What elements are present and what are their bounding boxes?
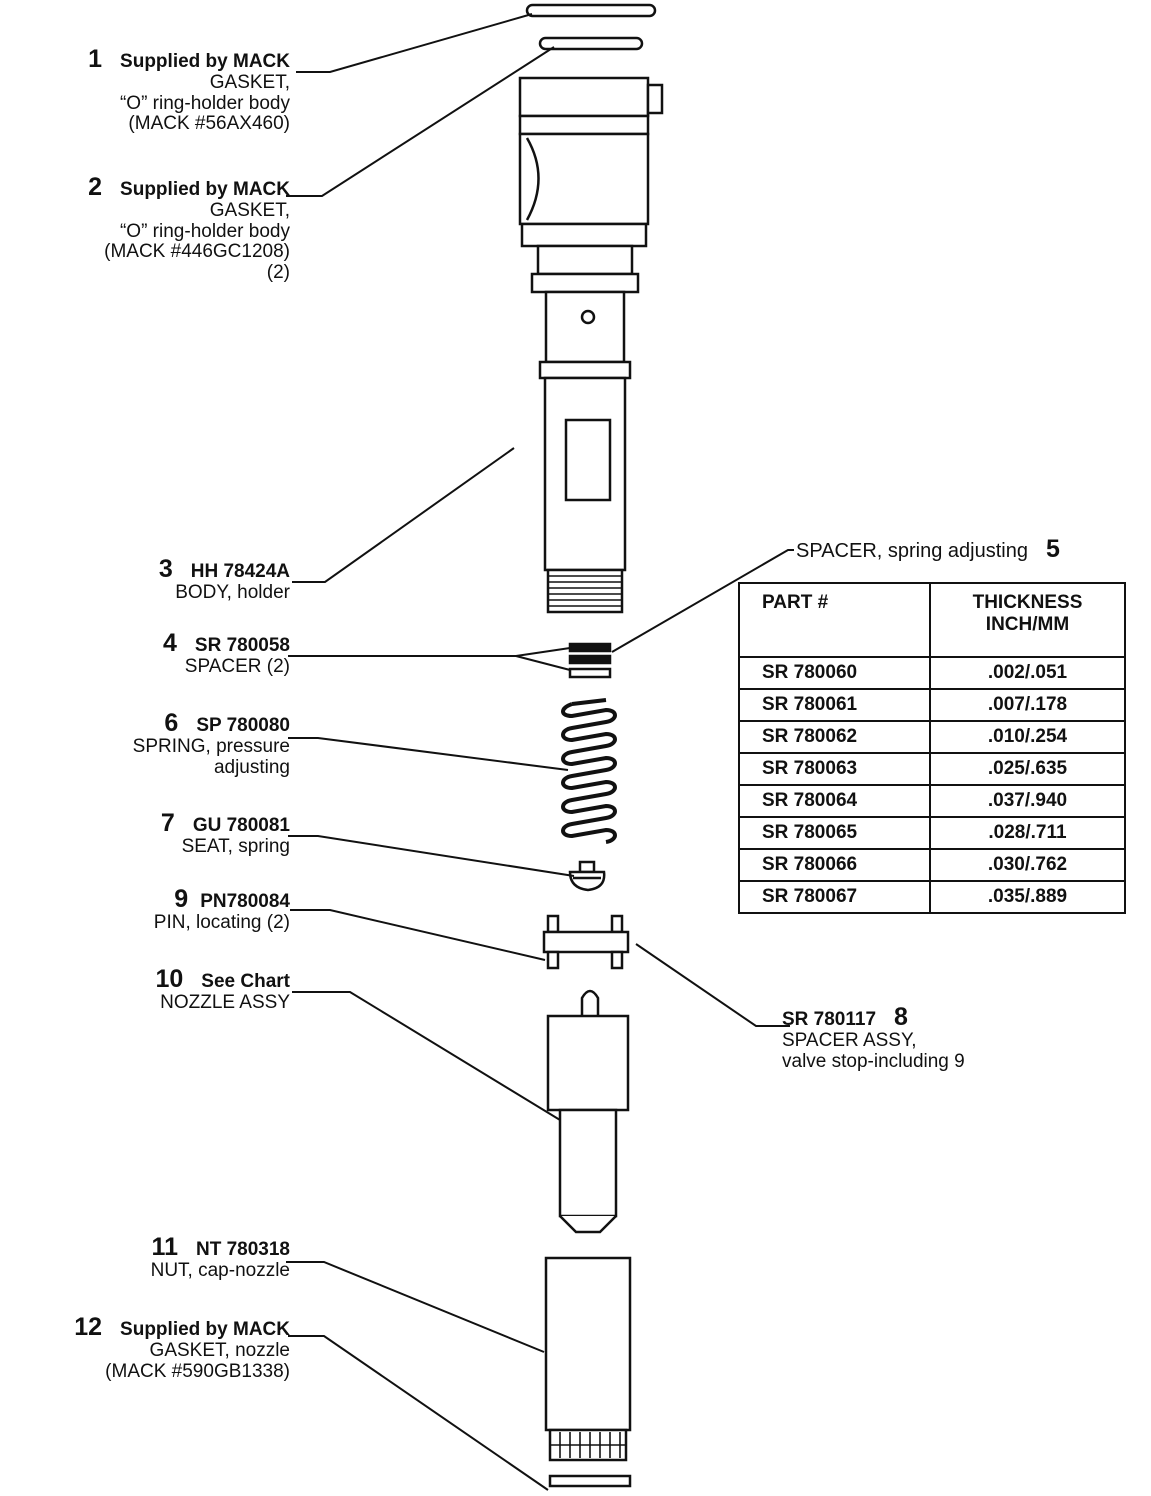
description-line: (MACK #446GC1208): [104, 241, 290, 263]
callout-9: 9 PN780084 PIN, locating (2): [0, 886, 290, 934]
spacer-label: SPACER, spring adjusting: [796, 540, 1028, 562]
description-line: NOZZLE ASSY: [160, 992, 290, 1013]
thickness-cell: .002/.051: [928, 656, 1127, 690]
part-cell: SR 780067: [738, 880, 931, 914]
part-cell: SR 780066: [738, 848, 931, 882]
callout-number: 8: [894, 1003, 908, 1031]
table-row: SR 780062.010/.254: [738, 720, 1127, 754]
cap-nut: [544, 1256, 632, 1462]
part-cell: SR 780062: [738, 720, 931, 754]
callout-2: 2 Supplied by MACK GASKET, “O” ring-holde…: [0, 174, 290, 283]
gasket-o-ring-2: [538, 36, 644, 51]
description-line: GASKET,: [209, 200, 290, 221]
table-row: SR 780066.030/.762: [738, 848, 1127, 882]
header-units-line: INCH/MM: [985, 614, 1070, 635]
callout-number: 9: [174, 885, 189, 913]
header-part-number: PART #: [738, 582, 931, 658]
callout-number: 6: [164, 709, 179, 737]
part-cell: SR 780061: [738, 688, 931, 722]
part-number: Supplied by MACK: [120, 1319, 290, 1340]
description-line: SPACER (2): [184, 656, 290, 677]
callout-number: 10: [155, 965, 184, 993]
description-line: SPACER ASSY,: [782, 1030, 917, 1051]
spacer-thickness-table: PART # THICKNESS INCH/MM SR 780060.002/.…: [738, 582, 1127, 914]
callout-12: 12 Supplied by MACK GASKET, nozzle (MACK …: [0, 1314, 290, 1382]
callout-number: 12: [74, 1313, 103, 1341]
holder-body: [518, 76, 664, 614]
callout-number: 7: [160, 809, 175, 837]
description-line: GASKET, nozzle: [149, 1340, 290, 1361]
part-number: SR 780117: [782, 1009, 877, 1030]
callout-number: 11: [151, 1233, 178, 1261]
gasket-o-ring-1: [525, 3, 657, 18]
part-cell: SR 780063: [738, 752, 931, 786]
callout-8: SR 780117 8 SPACER ASSY, valve stop-inclu…: [782, 1004, 965, 1072]
table-row: SR 780065.028/.711: [738, 816, 1127, 850]
spacer-assembly: [542, 914, 630, 970]
part-number: HH 78424A: [190, 561, 290, 582]
part-number: SP 780080: [196, 715, 290, 736]
table-row: SR 780060.002/.051: [738, 656, 1127, 690]
header-thickness-line: THICKNESS: [972, 592, 1083, 613]
description-line: SPRING, pressure: [132, 736, 290, 757]
callout-number: 2: [88, 173, 103, 201]
description-line: valve stop-including 9: [782, 1050, 965, 1072]
part-cell: SR 780064: [738, 784, 931, 818]
thickness-cell: .035/.889: [928, 880, 1127, 914]
callout-10: 10 See Chart NOZZLE ASSY: [0, 966, 290, 1014]
table-row: SR 780067.035/.889: [738, 880, 1127, 914]
thickness-cell: .030/.762: [928, 848, 1127, 882]
callout-number: 4: [163, 629, 177, 657]
part-number: Supplied by MACK: [120, 179, 290, 200]
callout-11: 11 NT 780318 NUT, cap-nozzle: [0, 1234, 290, 1282]
table-row: SR 780063.025/.635: [738, 752, 1127, 786]
part-number: PN780084: [200, 891, 290, 912]
nozzle-gasket: [548, 1474, 632, 1488]
description-line: (MACK #56AX460): [128, 113, 290, 135]
description-line: (2): [266, 261, 290, 283]
description-line: (MACK #590GB1338): [105, 1360, 290, 1382]
description-line: NUT, cap-nozzle: [150, 1260, 290, 1281]
nozzle-assembly: [546, 989, 630, 1234]
thickness-cell: .028/.711: [928, 816, 1127, 850]
callout-number: 5: [1045, 535, 1060, 563]
callout-7: 7 GU 780081 SEAT, spring: [0, 810, 290, 858]
description-line: BODY, holder: [175, 582, 290, 603]
table-row: SR 780061.007/.178: [738, 688, 1127, 722]
callout-5: SPACER, spring adjusting 5: [796, 536, 1060, 563]
callout-6: 6 SP 780080 SPRING, pressure adjusting: [0, 710, 290, 778]
description-line: adjusting: [213, 756, 290, 778]
description-line: PIN, locating (2): [153, 912, 290, 933]
description-line: GASKET,: [209, 72, 290, 93]
table-row: SR 780064.037/.940: [738, 784, 1127, 818]
description-line: “O” ring-holder body: [119, 92, 290, 114]
part-number: Supplied by MACK: [120, 51, 290, 72]
callout-4: 4 SR 780058 SPACER (2): [0, 630, 290, 678]
leader-lines: [286, 13, 794, 1491]
part-cell: SR 780065: [738, 816, 931, 850]
callout-number: 3: [158, 555, 173, 583]
callout-1: 1 Supplied by MACK GASKET, “O” ring-holde…: [0, 46, 290, 135]
thickness-cell: .025/.635: [928, 752, 1127, 786]
thickness-cell: .010/.254: [928, 720, 1127, 754]
table-header-row: PART # THICKNESS INCH/MM: [738, 582, 1127, 658]
pressure-spring: [561, 698, 617, 844]
part-number: See Chart: [201, 971, 290, 992]
description-line: “O” ring-holder body: [119, 220, 290, 242]
part-number: SR 780058: [194, 635, 290, 656]
thickness-cell: .007/.178: [928, 688, 1127, 722]
part-number: GU 780081: [192, 815, 290, 836]
part-number: NT 780318: [195, 1239, 290, 1260]
header-thickness: THICKNESS INCH/MM: [928, 582, 1127, 658]
description-line: SEAT, spring: [181, 836, 290, 857]
part-cell: SR 780060: [738, 656, 931, 690]
spring-seat: [568, 860, 606, 892]
callout-3: 3 HH 78424A BODY, holder: [0, 556, 290, 604]
spacer-stack: [568, 642, 612, 679]
callout-number: 1: [88, 45, 103, 73]
thickness-cell: .037/.940: [928, 784, 1127, 818]
